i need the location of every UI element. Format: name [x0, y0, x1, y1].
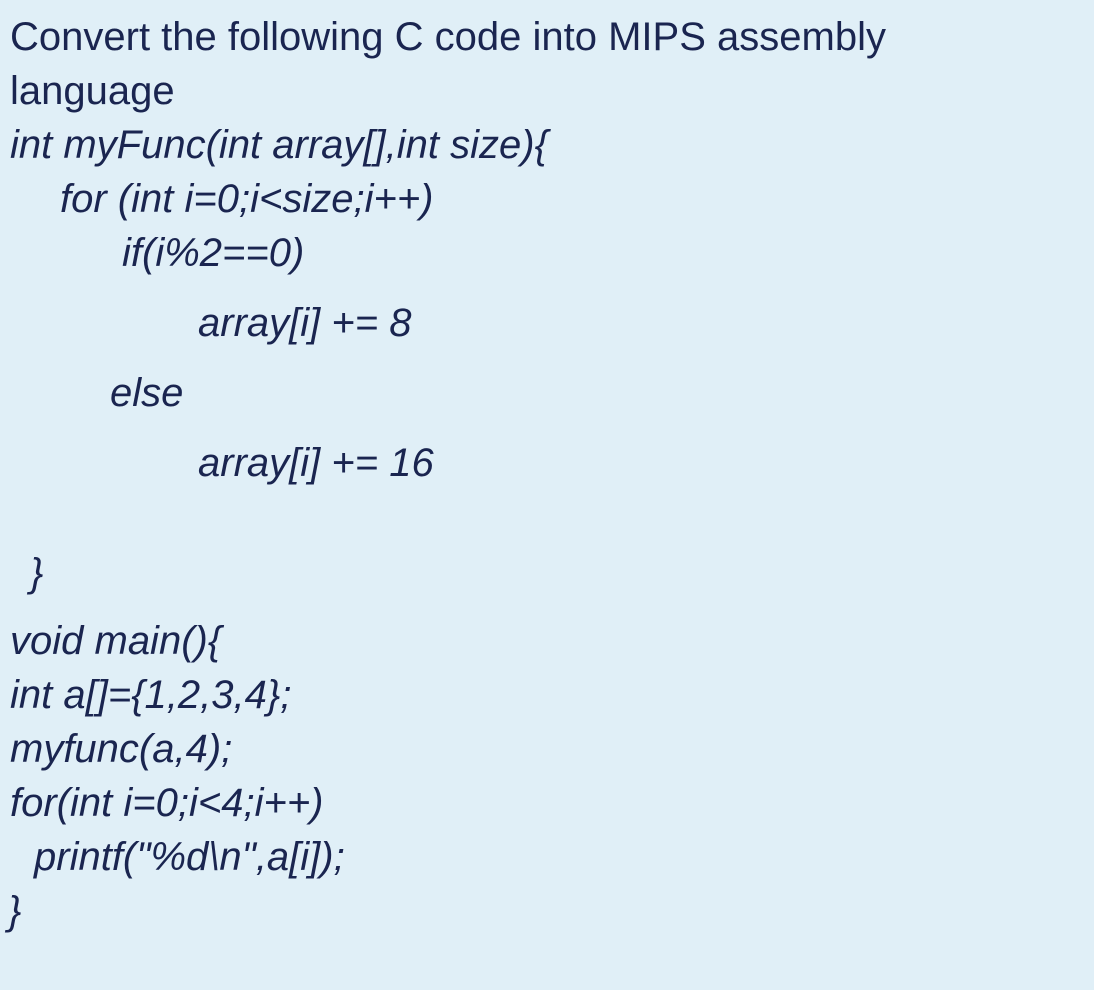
code-line: printf("%d\n",a[i]); — [34, 835, 345, 879]
code-line: for(int i=0;i<4;i++) — [10, 781, 324, 825]
code-line: } — [30, 551, 44, 595]
code-line: myfunc(a,4); — [10, 727, 233, 771]
code-line: void main(){ — [10, 619, 222, 663]
code-line: if(i%2==0) — [122, 231, 305, 275]
code-line: for (int i=0;i<size;i++) — [60, 177, 434, 221]
code-line: } — [8, 889, 22, 933]
prompt-line-1: Convert the following C code into MIPS a… — [10, 15, 886, 59]
code-line: int myFunc(int array[],int size){ — [10, 123, 548, 167]
code-line: array[i] += 16 — [198, 441, 434, 485]
code-line: array[i] += 8 — [198, 301, 412, 345]
code-line: int a[]={1,2,3,4}; — [10, 673, 292, 717]
prompt-line-2: language — [10, 69, 175, 113]
code-line: else — [110, 371, 184, 415]
